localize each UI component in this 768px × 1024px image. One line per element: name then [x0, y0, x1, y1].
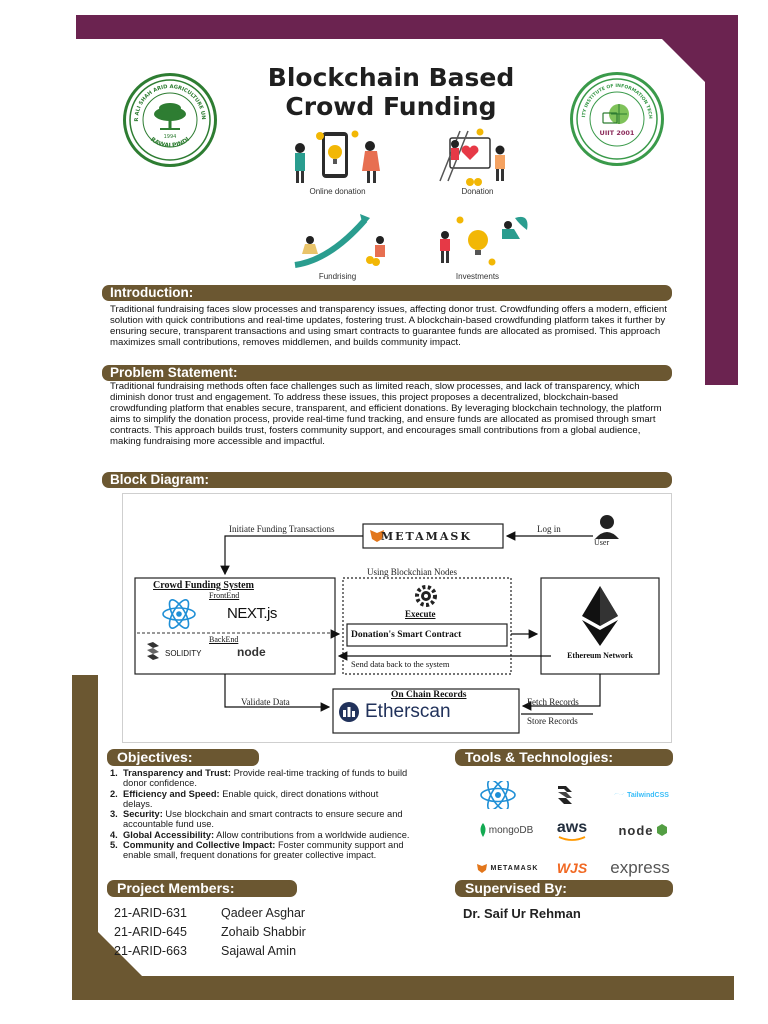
- problem-body: Traditional fundraising methods often fa…: [110, 381, 662, 447]
- metamask-tool-label: METAMASK: [490, 864, 539, 872]
- express-label: express: [610, 858, 670, 877]
- supervisor-heading: Supervised By:: [455, 880, 673, 897]
- solidity-logo-icon: [147, 642, 159, 660]
- nextjs-label: NEXT.js: [227, 605, 277, 622]
- member-row: 21-ARID-631 Qadeer Asghar: [114, 906, 305, 920]
- on-chain-label: On Chain Records: [391, 690, 467, 700]
- frontend-label: FrontEnd: [209, 591, 240, 600]
- mongodb-label: mongoDB: [488, 824, 534, 836]
- etherscan-logo-icon: [339, 702, 359, 722]
- investments-illustration: [440, 216, 528, 266]
- objective-item: 2.Efficiency and Speed: Enable quick, di…: [110, 788, 379, 809]
- objectives-heading: Objectives:: [107, 749, 259, 766]
- backend-label: BackEnd: [209, 635, 239, 644]
- aws-label: aws: [556, 819, 588, 836]
- member-id: 21-ARID-663: [114, 944, 187, 958]
- validate-label: Validate Data: [241, 697, 290, 707]
- etherscan-label: Etherscan: [365, 701, 451, 722]
- user-label: User: [594, 538, 610, 547]
- block-diagram-heading: Block Diagram:: [102, 472, 672, 488]
- mongodb-logo-icon: mongoDB: [470, 820, 542, 840]
- nodejs-label: node: [237, 645, 266, 659]
- metamask-logo-icon: METAMASK: [472, 860, 542, 876]
- illustration-caption: Investments: [455, 272, 500, 281]
- ethereum-logo-icon: [582, 586, 618, 646]
- logo-year: 1994: [164, 134, 177, 140]
- store-label: Store Records: [527, 716, 578, 726]
- left-frame-bar: [72, 675, 98, 1000]
- execute-label: Execute: [405, 609, 436, 619]
- fetch-label: Fetch Records: [527, 697, 579, 707]
- bottom-frame-bar: [72, 976, 734, 1000]
- university-logo-left: 1994 PIR MEHR ALI SHAH ARID AGRICULTURE …: [123, 73, 217, 167]
- ethereum-label: Ethereum Network: [567, 651, 633, 660]
- objective-item: 1.Transparency and Trust: Provide real-t…: [110, 768, 408, 789]
- online-donation-illustration: [295, 130, 380, 183]
- crowd-system-label: Crowd Funding System: [153, 580, 254, 591]
- right-frame-bar: [705, 15, 738, 385]
- fundraising-illustration: [294, 214, 385, 268]
- using-nodes-label: Using Blockchian Nodes: [367, 567, 457, 577]
- smart-contract-label: Donation's Smart Contract: [351, 630, 462, 640]
- member-row: 21-ARID-663 Sajawal Amin: [114, 944, 296, 958]
- send-back-label: Send data back to the system: [351, 659, 450, 669]
- supervisor-name: Dr. Saif Ur Rehman: [463, 906, 581, 921]
- block-diagram: METAMASK Initiate Funding Transactions L…: [122, 493, 672, 743]
- title-line-2: Crowd Funding: [285, 92, 497, 121]
- tree-seal-icon: 1994 PIR MEHR ALI SHAH ARID AGRICULTURE …: [128, 78, 211, 161]
- objective-item: 5.Community and Collective Impact: Foste…: [110, 840, 404, 861]
- nodejs-logo-icon: node: [610, 820, 676, 840]
- member-name: Zohaib Shabbir: [221, 925, 306, 939]
- members-heading: Project Members:: [107, 880, 297, 897]
- introduction-heading: Introduction:: [102, 285, 672, 301]
- poster-title: Blockchain Based Crowd Funding: [230, 63, 552, 121]
- react-logo-icon: [162, 599, 196, 629]
- top-frame-corner: [662, 39, 706, 83]
- title-line-1: Blockchain Based: [267, 63, 515, 92]
- member-id: 21-ARID-631: [114, 906, 187, 920]
- solidity-label: SOLIDITY: [165, 649, 202, 658]
- diagram-canvas: [134, 515, 660, 734]
- donation-illustration: [439, 128, 505, 186]
- introduction-body: Traditional fundraising faces slow proce…: [110, 304, 667, 348]
- member-row: 21-ARID-645 Zohaib Shabbir: [114, 925, 306, 939]
- gear-icon: [415, 585, 437, 607]
- globe-seal-icon: UIIT 2001 UNIVERSITY INSTITUTE OF INFORM…: [575, 77, 658, 160]
- member-id: 21-ARID-645: [114, 925, 187, 939]
- express-logo-icon: express: [604, 856, 676, 880]
- problem-heading: Problem Statement:: [102, 365, 672, 381]
- tailwind-logo-icon: TailwindCSS: [608, 785, 674, 805]
- objective-item: 3.Security: Use blockchain and smart con…: [110, 809, 403, 830]
- illustration-caption: Donation: [461, 187, 494, 196]
- logo-inner-text: UIIT 2001: [600, 129, 635, 137]
- top-frame-bar: [76, 15, 738, 39]
- member-name: Sajawal Amin: [221, 944, 297, 958]
- illustration-caption: Fundrising: [318, 272, 357, 281]
- objectives-list: 1.Transparency and Trust: Provide real-t…: [110, 768, 410, 861]
- shadcn-logo-icon: [552, 782, 578, 808]
- institute-logo-right: UIIT 2001 UNIVERSITY INSTITUTE OF INFORM…: [570, 72, 664, 166]
- react-logo-icon: [478, 780, 518, 810]
- member-name: Qadeer Asghar: [221, 906, 306, 920]
- bottom-frame-corner: [98, 932, 142, 976]
- tools-heading: Tools & Technologies:: [455, 749, 673, 766]
- objective-item: 4.Global Accessibility: Allow contributi…: [110, 829, 410, 840]
- tailwind-label: TailwindCSS: [627, 791, 669, 799]
- initiate-label: Initiate Funding Transactions: [229, 524, 335, 534]
- web3js-logo-icon: WJS: [556, 855, 588, 881]
- metamask-label: METAMASK: [381, 530, 472, 543]
- aws-logo-icon: aws: [550, 818, 594, 844]
- nodejs-label: node: [618, 822, 654, 838]
- web3js-label: WJS: [556, 860, 588, 876]
- illustration-caption: Online donation: [309, 187, 366, 196]
- login-label: Log in: [537, 524, 561, 534]
